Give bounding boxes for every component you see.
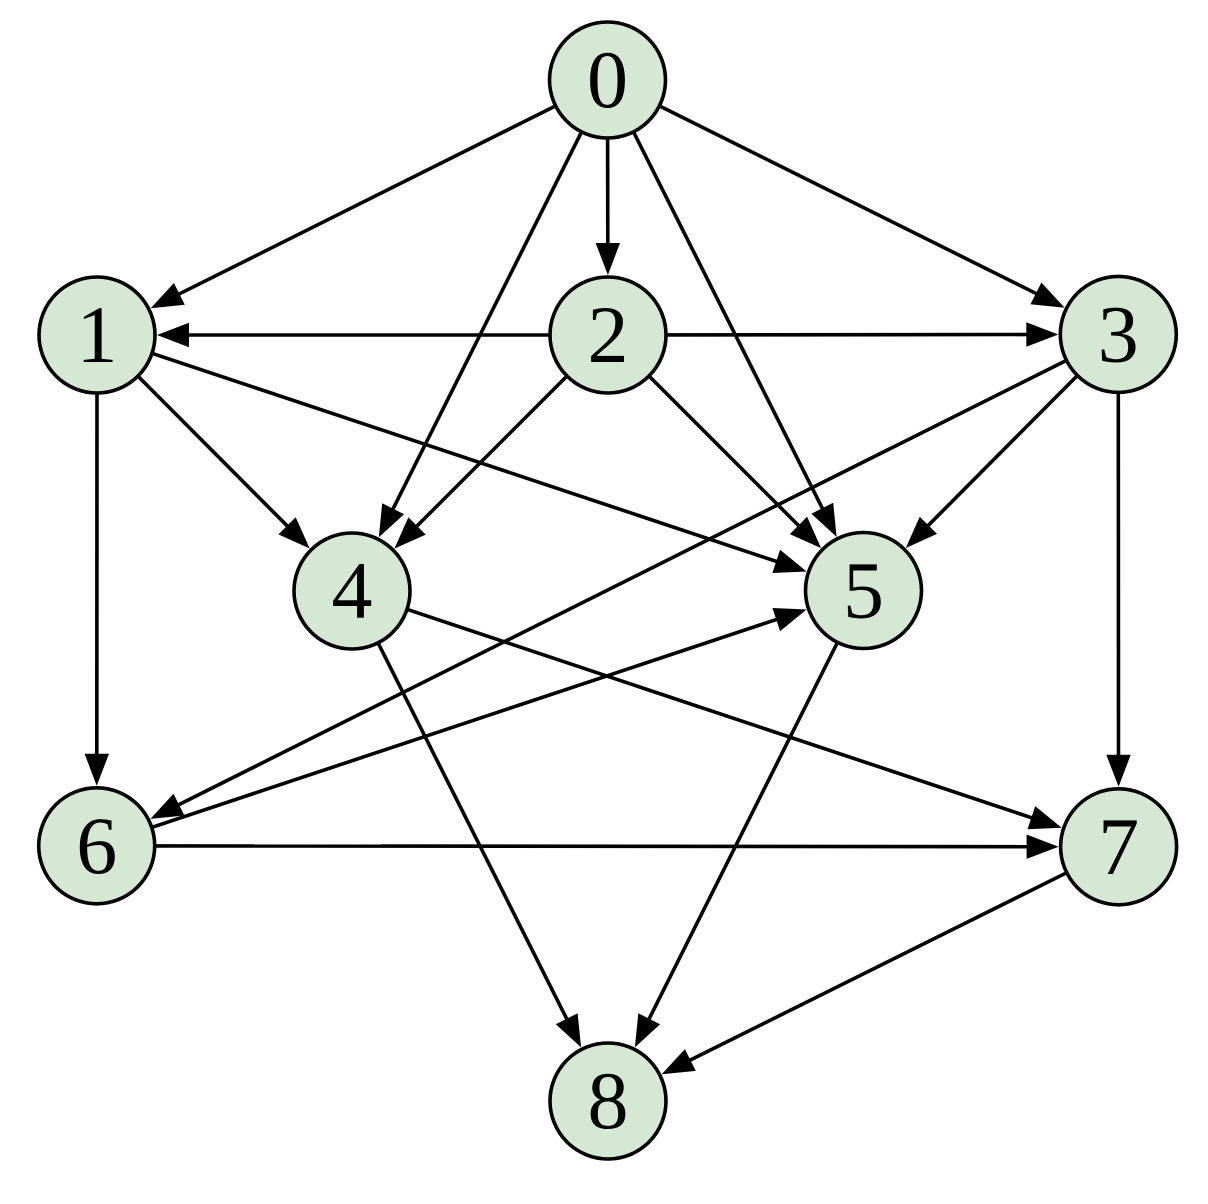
svg-text:6: 6 <box>76 800 117 891</box>
svg-text:2: 2 <box>588 289 629 380</box>
svg-text:7: 7 <box>1098 801 1139 892</box>
svg-text:3: 3 <box>1098 289 1139 380</box>
svg-text:4: 4 <box>332 545 373 636</box>
svg-text:1: 1 <box>77 289 118 380</box>
svg-text:0: 0 <box>587 34 628 125</box>
svg-text:5: 5 <box>843 545 884 636</box>
svg-text:8: 8 <box>588 1055 629 1146</box>
